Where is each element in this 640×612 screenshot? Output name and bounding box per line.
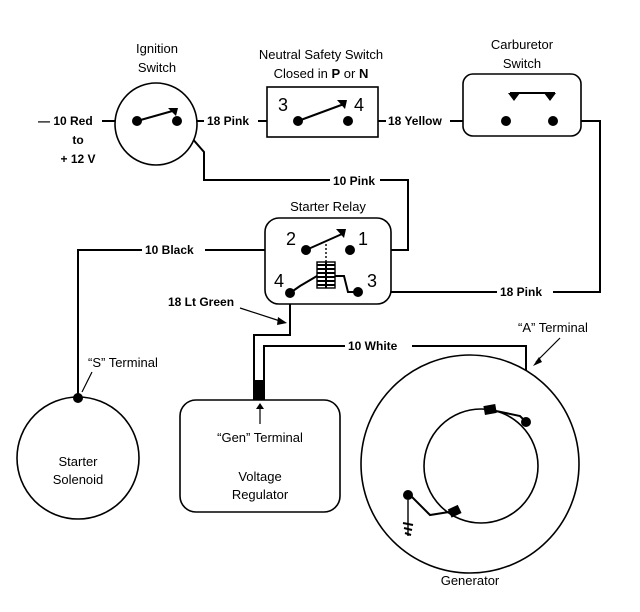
lt-green-pointer-shaft — [239, 307, 281, 322]
ground-icon — [402, 500, 414, 536]
generator-field-brush-bottom — [447, 504, 462, 518]
generator-terminal-pointer-head — [533, 357, 542, 366]
generator-field-brush-top — [483, 404, 497, 415]
ignition-terminal-right — [172, 116, 182, 126]
wire-label-battery-line3: + 12 V — [60, 152, 95, 166]
starter-relay-body — [264, 217, 392, 305]
relay-coil-lead-right — [335, 275, 358, 293]
wire-label-ign-to-relay: 10 Pink — [333, 174, 375, 188]
relay-title: Starter Relay — [290, 199, 366, 214]
carb-terminal-left — [501, 116, 511, 126]
generator-terminal-pointer-shaft — [535, 337, 561, 363]
solenoid-terminal-pointer — [81, 371, 93, 393]
wire-label-battery-line2: to — [72, 133, 83, 147]
generator-field-lead-top — [495, 410, 527, 423]
ignition-contact-arm — [136, 109, 177, 122]
ignition-title-line2: Switch — [138, 60, 176, 75]
wire-label-carb-to-relay: 18 Pink — [500, 285, 542, 299]
relay-contact-tip — [336, 229, 346, 238]
carb-terminal-right — [548, 116, 558, 126]
nss-terminal-3-label: 3 — [278, 95, 288, 115]
ignition-switch-body — [114, 82, 198, 166]
regulator-gen-terminal-arrow-head — [256, 403, 264, 409]
ignition-contact-tip — [168, 108, 178, 116]
wire-label-relay-to-regulator: 18 Lt Green — [168, 295, 234, 309]
regulator-gen-terminal-post — [253, 380, 265, 400]
wire-label-relay-to-solenoid: 10 Black — [145, 243, 194, 257]
nss-contact-tip — [337, 100, 347, 109]
carb-contact-left — [508, 93, 520, 101]
lt-green-pointer-head — [277, 317, 287, 325]
wire-label-battery-line1: — 10 Red — [38, 114, 93, 128]
relay-terminal-2-label: 2 — [286, 229, 296, 249]
wire-label-nss-to-carb: 18 Yellow — [388, 114, 442, 128]
nss-title-prefix: Closed in — [274, 66, 332, 81]
wire-relay-to-regulator — [253, 293, 291, 388]
regulator-terminal-label: “Gen” Terminal — [217, 430, 303, 445]
relay-terminal-1-label: 1 — [358, 229, 368, 249]
generator-field-lead-bottom — [409, 494, 450, 517]
carb-contact-right — [544, 93, 556, 101]
wire-label-regulator-to-generator: 10 White — [348, 339, 398, 353]
wire-regulator-to-generator-a — [263, 345, 345, 388]
nss-contact-arm — [297, 103, 345, 122]
wire-relay-to-solenoid-b — [77, 249, 142, 398]
relay-contact-arm — [305, 233, 343, 251]
solenoid-terminal-label: “S” Terminal — [88, 355, 158, 370]
generator-terminal-label: “A” Terminal — [518, 320, 588, 335]
wire-carb-to-relay-a — [553, 120, 601, 293]
nss-terminal-4 — [343, 116, 353, 126]
relay-terminal-1-dot — [345, 245, 355, 255]
relay-coil-lead-left — [289, 275, 318, 294]
nss-title-p: P — [331, 66, 340, 81]
generator-label: Generator — [441, 573, 500, 588]
generator-ground-dot — [403, 490, 413, 500]
carb-title-line1: Carburetor — [491, 37, 554, 52]
relay-coil-icon — [316, 261, 336, 289]
carb-title-line2: Switch — [503, 56, 541, 71]
ignition-title-line1: Ignition — [136, 41, 178, 56]
nss-terminal-4-label: 4 — [354, 95, 364, 115]
regulator-label-line2: Regulator — [232, 487, 289, 502]
relay-terminal-4-label: 4 — [274, 271, 284, 291]
nss-title-n: N — [359, 66, 368, 81]
regulator-label-line1: Voltage — [238, 469, 281, 484]
carb-switch-body — [462, 73, 582, 137]
solenoid-label-line1: Starter — [58, 454, 98, 469]
relay-terminal-3-label: 3 — [367, 271, 377, 291]
nss-title-or: or — [340, 66, 359, 81]
nss-title-line1: Neutral Safety Switch — [259, 47, 383, 62]
solenoid-s-terminal-dot — [73, 393, 83, 403]
generator-armature — [423, 408, 539, 524]
solenoid-label-line2: Solenoid — [53, 472, 104, 487]
wire-label-ign-to-nss: 18 Pink — [207, 114, 249, 128]
nss-title-line2: Closed in P or N — [274, 66, 369, 81]
